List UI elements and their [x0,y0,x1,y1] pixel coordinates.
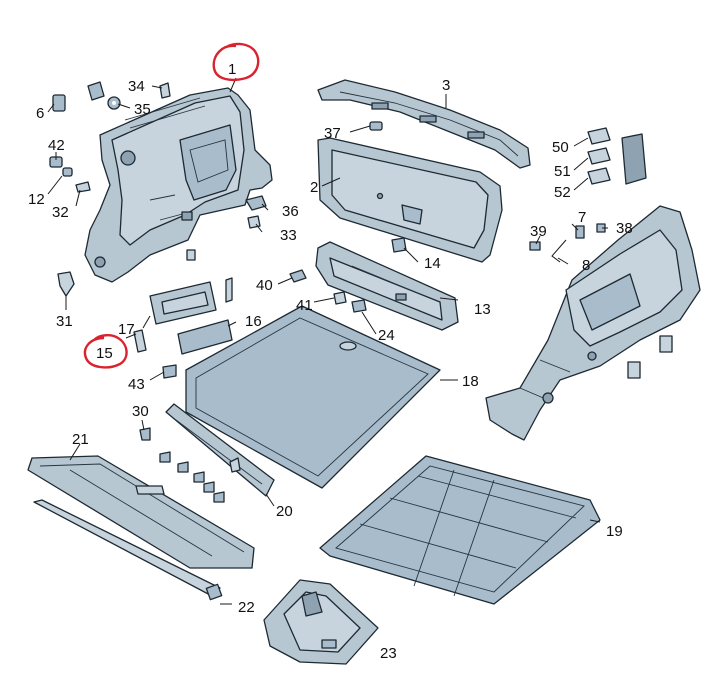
callout-13: 13 [474,301,491,318]
part-37-clip [369,121,383,131]
callout-18: 18 [462,373,479,390]
callout-51: 51 [554,163,571,180]
callout-24: 24 [378,327,395,344]
part-24-screw [351,299,367,313]
callout-15: 15 [96,345,113,362]
part-40-clip [289,269,307,283]
part-19-floor-mat [319,455,601,605]
callout-21: 21 [72,431,89,448]
part-39-clip [529,241,541,251]
part-20-edge-trim [165,403,275,497]
callout-34: 34 [128,78,145,95]
callout-38: 38 [616,220,633,237]
callout-31: 31 [56,313,73,330]
part-43-clip [162,364,177,379]
callout-3: 3 [442,77,450,94]
part-18-floor-panel [185,305,441,489]
callout-41: 41 [296,297,313,314]
part-mount-clip [186,249,196,261]
callout-20: 20 [276,503,293,520]
callout-50: 50 [552,139,569,156]
part-35-nut [87,81,121,110]
callout-19: 19 [606,523,623,540]
part-hook [225,277,233,303]
callout-16: 16 [245,313,262,330]
callout-52: 52 [554,184,571,201]
callout-8: 8 [582,257,590,274]
callout-1: 1 [228,61,236,78]
highlight-circle-callout-1 [212,42,260,82]
part-13-sill-panel [315,241,459,331]
callout-2: 2 [310,179,318,196]
callout-7: 7 [578,209,586,226]
callout-30: 30 [132,403,149,420]
callout-32: 32 [52,204,69,221]
callout-40: 40 [256,277,273,294]
part-21-luggage-cover [27,455,255,569]
part-7-bolt [575,225,585,239]
callout-22: 22 [238,599,255,616]
callout-33: 33 [280,227,297,244]
leader-lines [47,77,608,605]
part-34-screw [159,82,171,99]
part-31-clip [57,271,75,297]
highlight-marks [83,42,260,369]
callout-36: 36 [282,203,299,220]
part-23-storage-tray [263,579,379,665]
part-bracket-right [621,133,647,185]
callout-37: 37 [324,125,341,142]
part-16-strip [177,319,233,355]
callout-43: 43 [128,376,145,393]
callout-39: 39 [530,223,547,240]
callout-12: 12 [28,191,45,208]
callout-35: 35 [134,101,151,118]
part-1-left-side-trim [84,87,273,283]
part-50-52-clips [587,127,611,185]
part-right-brackets [627,335,673,379]
callout-23: 23 [380,645,397,662]
callout-14: 14 [424,255,441,272]
part-30-clips [139,427,225,503]
part-17-holder [149,281,217,325]
part-2-tailgate-trim [317,137,503,263]
part-14-cover [391,237,407,253]
part-15-bracket [133,329,147,353]
highlight-circle-callout-15 [83,334,128,369]
part-8-cable [551,239,567,263]
callout-labels: 1 2 3 6 7 8 12 13 14 15 16 17 18 19 20 2… [28,61,633,662]
part-6-clip [52,94,66,112]
part-3-upper-trim [317,79,531,169]
part-41-screw [333,291,347,305]
callout-42: 42 [48,137,65,154]
part-36-fastener [245,195,267,229]
part-32-bolt [75,181,91,193]
part-right-side-trim [485,205,701,441]
part-22-rod [33,499,223,601]
callout-6: 6 [36,105,44,122]
part-42-clip [49,156,73,177]
callout-17: 17 [118,321,135,338]
